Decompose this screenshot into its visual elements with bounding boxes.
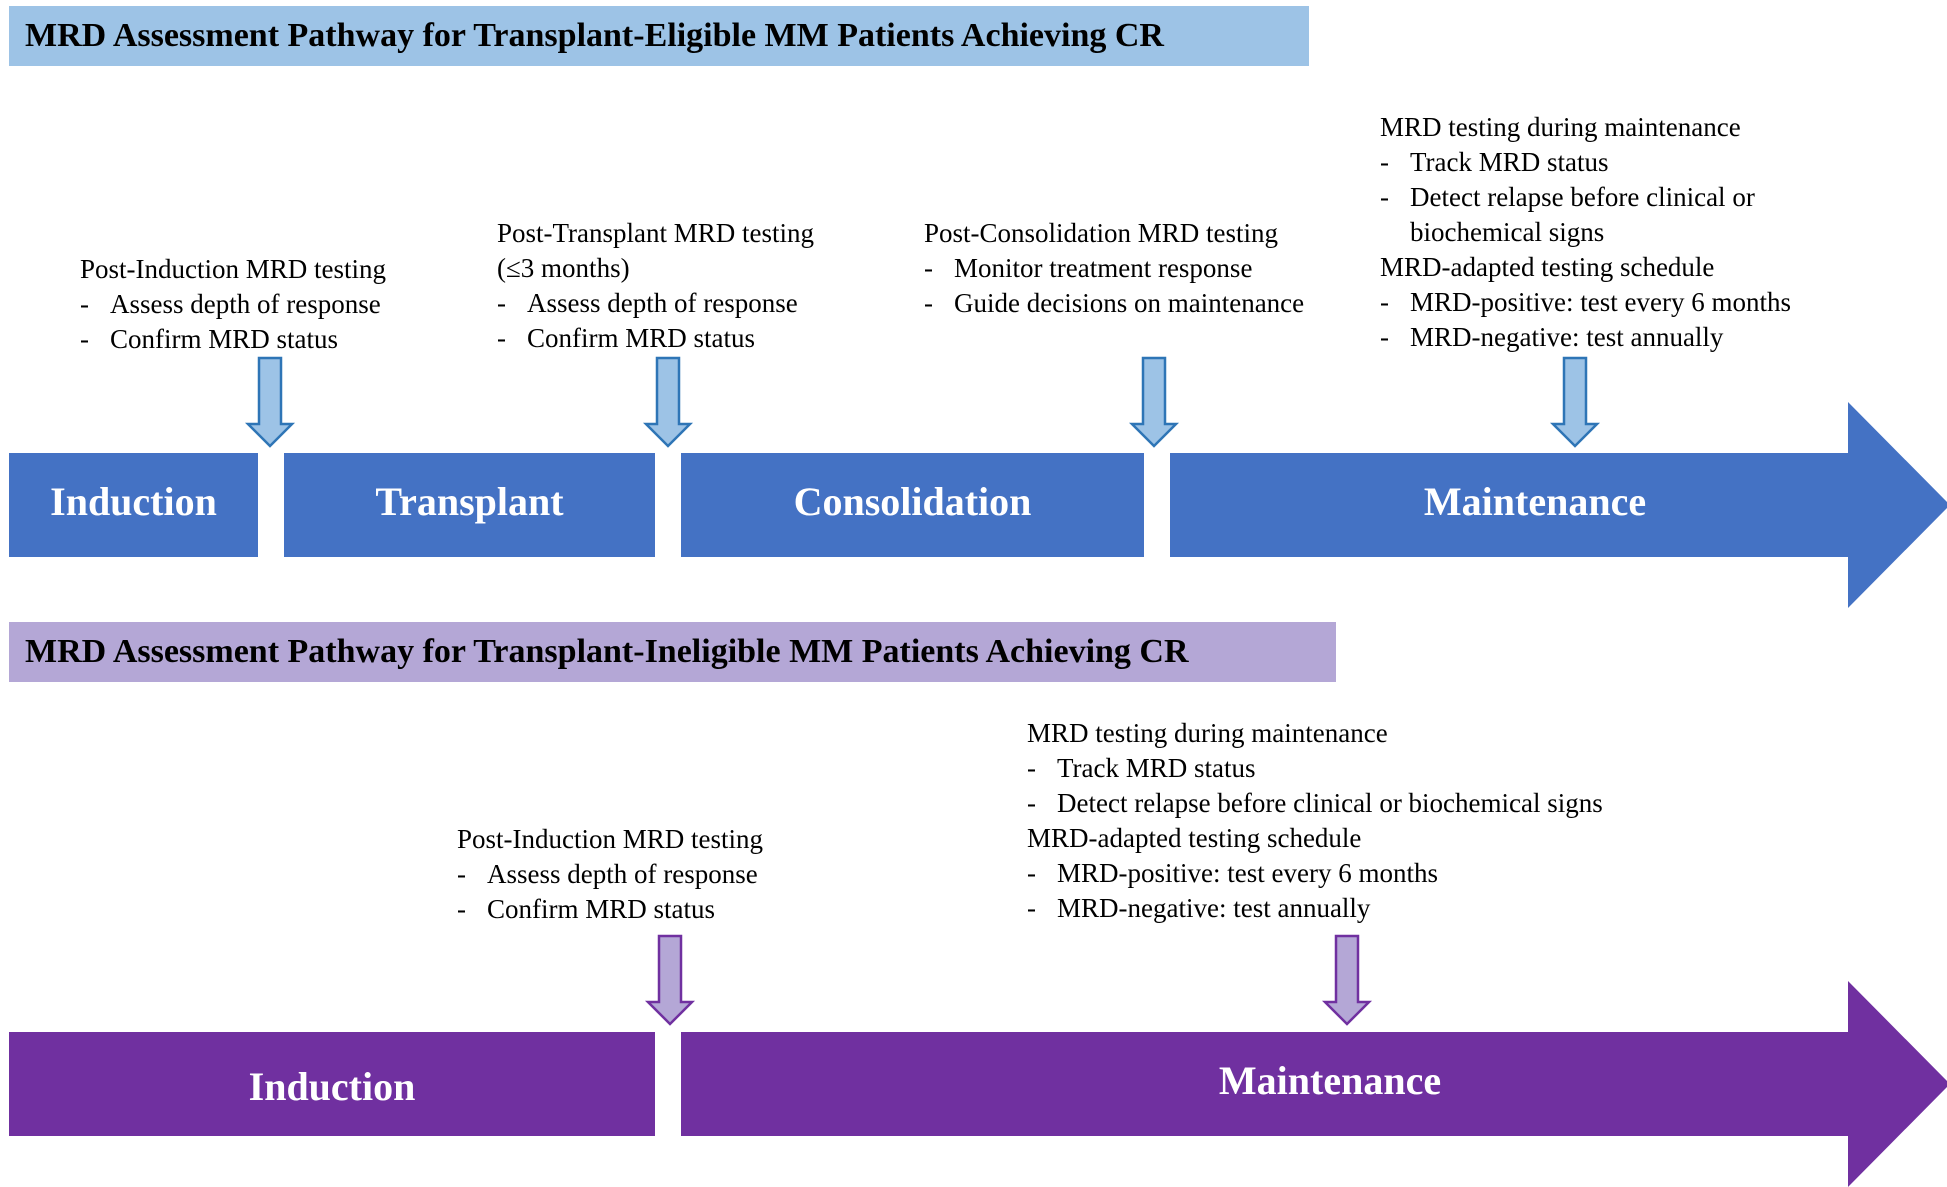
eligible-post-transplant-note: Post-Transplant MRD testing (≤3 months) … (497, 216, 814, 356)
eligible-stage-transplant-label: Transplant (375, 479, 564, 524)
note-heading: Post-Transplant MRD testing (497, 218, 815, 248)
note-item: -Confirm MRD status (497, 323, 756, 353)
eligible-post-induction-down-arrow (244, 356, 296, 448)
note-item: -Assess depth of response (497, 288, 798, 318)
note-item: -MRD-negative: test annually (1027, 893, 1371, 923)
note-heading-continued: (≤3 months) (497, 253, 630, 283)
eligible-stage-maintenance-arrow (1170, 402, 1947, 608)
note-item: -Detect relapse before clinical or bioch… (1027, 788, 1603, 818)
ineligible-stage-maintenance-label: Maintenance (1218, 1058, 1442, 1103)
eligible-stage-transplant-block (284, 453, 655, 557)
eligible-post-induction-note: Post-Induction MRD testing -Assess depth… (80, 252, 386, 357)
note-heading: MRD testing during maintenance (1027, 718, 1388, 748)
note-subheading: MRD-adapted testing schedule (1027, 823, 1362, 853)
ineligible-maintenance-down-arrow (1321, 934, 1373, 1026)
eligible-stage-induction-label: Induction (50, 479, 217, 524)
eligible-stage-induction-block (9, 453, 258, 557)
note-item: -Confirm MRD status (457, 894, 716, 924)
ineligible-stage-induction-block (9, 1032, 655, 1136)
note-item: -MRD-negative: test annually (1380, 322, 1724, 352)
note-item-continued: biochemical signs (1410, 217, 1605, 247)
note-heading: Post-Induction MRD testing (80, 254, 387, 284)
eligible-pathway-title: MRD Assessment Pathway for Transplant-El… (9, 6, 1309, 66)
note-heading: Post-Consolidation MRD testing (924, 218, 1279, 248)
ineligible-post-induction-note: Post-Induction MRD testing -Assess depth… (457, 822, 763, 927)
note-heading: MRD testing during maintenance (1380, 112, 1741, 142)
note-item: -Guide decisions on maintenance (924, 288, 1305, 318)
note-item: -Confirm MRD status (80, 324, 339, 354)
eligible-stage-consolidation-block (681, 453, 1144, 557)
note-item: -Assess depth of response (457, 859, 758, 889)
ineligible-maintenance-note: MRD testing during maintenance -Track MR… (1027, 716, 1603, 926)
note-item: -MRD-positive: test every 6 months (1027, 858, 1438, 888)
eligible-stage-maintenance-label: Maintenance (1423, 479, 1647, 524)
note-item: -Track MRD status (1027, 753, 1256, 783)
note-item: -Monitor treatment response (924, 253, 1253, 283)
eligible-maintenance-note: MRD testing during maintenance -Track MR… (1380, 110, 1791, 355)
note-item: -Assess depth of response (80, 289, 381, 319)
ineligible-stage-maintenance-arrow (681, 981, 1947, 1187)
eligible-post-transplant-down-arrow (642, 356, 694, 448)
note-item: -MRD-positive: test every 6 months (1380, 287, 1791, 317)
ineligible-post-induction-down-arrow (644, 934, 696, 1026)
note-heading: Post-Induction MRD testing (457, 824, 764, 854)
note-item: -Track MRD status (1380, 147, 1609, 177)
note-item: -Detect relapse before clinical or (1380, 182, 1755, 212)
eligible-stage-consolidation-label: Consolidation (793, 479, 1032, 524)
ineligible-pathway-title: MRD Assessment Pathway for Transplant-In… (9, 622, 1336, 682)
eligible-post-consolidation-note: Post-Consolidation MRD testing -Monitor … (924, 216, 1304, 321)
ineligible-stage-induction-label: Induction (248, 1064, 416, 1109)
eligible-post-consolidation-down-arrow (1128, 356, 1180, 448)
note-subheading: MRD-adapted testing schedule (1380, 252, 1715, 282)
eligible-maintenance-down-arrow (1549, 356, 1601, 448)
